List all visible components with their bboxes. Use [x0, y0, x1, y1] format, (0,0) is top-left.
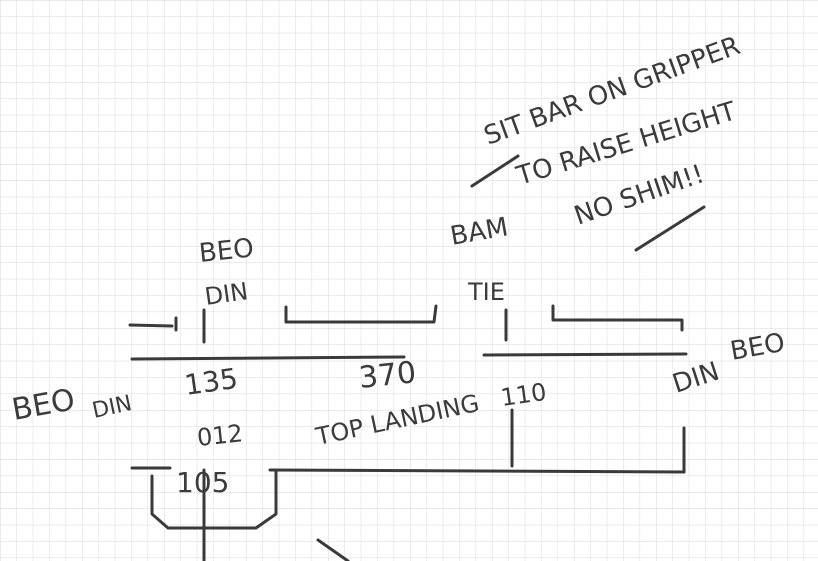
dim-135-label: 135 — [182, 362, 240, 402]
stray-mark — [316, 538, 350, 561]
tie-label: TIE — [467, 278, 505, 306]
upper-beam-left-stub — [128, 323, 174, 328]
din-top-label: DIN — [203, 277, 250, 311]
upper-beam-segment — [284, 304, 438, 324]
dimension-line-right — [482, 352, 688, 357]
beo-top-label: BEO — [198, 233, 256, 269]
note-slash-lower — [634, 205, 706, 252]
dim-370-label: 370 — [357, 355, 418, 396]
dim-110-label: 110 — [499, 378, 548, 412]
upper-beam-right-segment — [551, 304, 684, 332]
dimension-line-left — [130, 355, 406, 361]
note-slash-upper — [470, 154, 520, 188]
lower-beam-line — [268, 468, 686, 474]
landing-bracket — [150, 470, 278, 530]
dim-012-label: 012 — [196, 419, 244, 452]
